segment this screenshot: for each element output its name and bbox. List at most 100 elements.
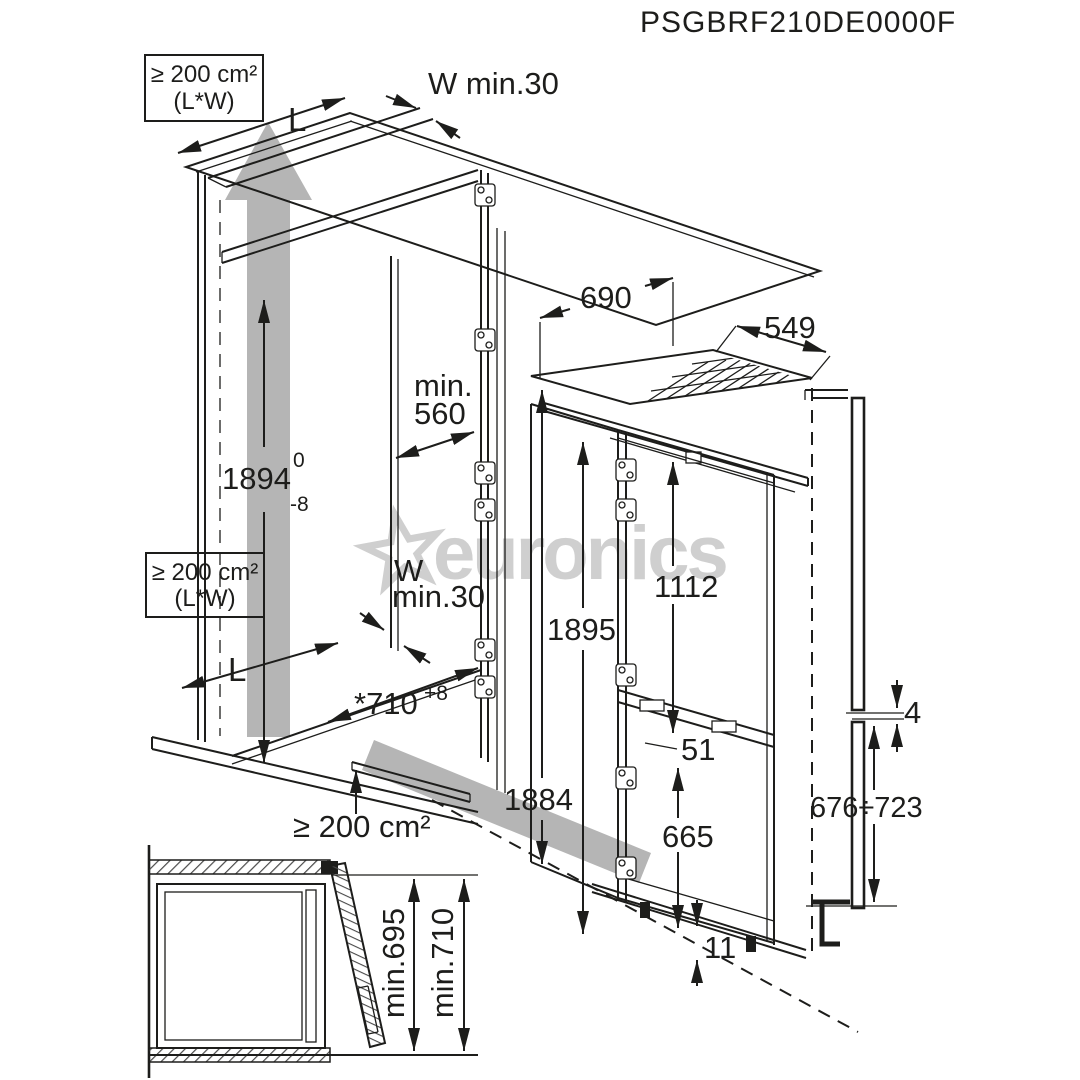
star-icon [352, 504, 446, 596]
body-top-edge [617, 429, 775, 476]
plinth-vent-slot-1 [351, 761, 471, 795]
dim-1884-label: 1884 [504, 782, 573, 817]
dim-690-arrow-r [644, 277, 674, 291]
shelf-edge-1 [221, 169, 479, 253]
dim-1894-tol-lower: -8 [290, 493, 309, 516]
vent-mid-label-box [145, 552, 265, 618]
euronics-watermark: euronics [352, 504, 729, 596]
dim-W-top-arrow-left [385, 93, 417, 109]
door-divider-1 [617, 689, 775, 736]
plan-top-wall [148, 859, 331, 875]
plinth-vent-slot-2 [351, 769, 471, 803]
dim-11-label: 11 [704, 930, 736, 965]
plan-view: min.695 min.710 [147, 845, 478, 1078]
top-rail-1 [543, 402, 809, 479]
dim-L-bottom-arrow [181, 642, 339, 689]
dim-665-label: 665 [662, 819, 714, 854]
dim-L-top-arrow [177, 97, 346, 154]
hinge-icon [615, 856, 637, 880]
base-top-edge [151, 736, 479, 813]
top-vent-slot-edge-1 [207, 107, 421, 179]
hinge-icon [615, 663, 637, 687]
floor-line-dashed [431, 799, 859, 1033]
side-bottom-edge [530, 861, 619, 899]
dim-549-witness-r [809, 355, 831, 381]
top-rail-3 [609, 437, 796, 493]
lower-decor-panel [850, 720, 866, 910]
dim-560-label-2: 560 [414, 396, 466, 431]
dim-W-mid-arrow-left [359, 611, 385, 631]
top-vent-slot-edge-2 [225, 118, 434, 188]
appliance-drawing [431, 348, 859, 1033]
dim-690-arrow-l [539, 305, 571, 319]
dim-1895-label: 1895 [547, 612, 616, 647]
hinge-icon [474, 638, 496, 662]
hinge-icon [615, 498, 637, 522]
dim-710-label: *710 [354, 686, 418, 721]
airflow-plinth-band [362, 740, 651, 883]
lower-door-bottom [617, 875, 775, 922]
dim-W-mid-label-1: W [394, 553, 424, 588]
dim-L-bottom-label: L [228, 651, 246, 688]
condenser-grille [647, 352, 806, 402]
plan-door-slab [305, 889, 317, 1043]
hinge-icon [474, 183, 496, 207]
appliance-dimensions: 690 549 1895 1112 51 665 1884 11 [504, 277, 831, 986]
vent-mid-area-label: ≥ 200 cm² [152, 559, 259, 586]
model-number: PSGBRF210DE0000F [640, 6, 956, 39]
dim-1894-tol-upper: 0 [293, 449, 305, 472]
hinge-icon [615, 766, 637, 790]
dim-549-witness-l [715, 325, 737, 353]
base-bottom-edge [151, 748, 479, 825]
dim-549-label: 549 [764, 310, 816, 345]
foot-left [640, 902, 650, 918]
hinge-icon [615, 458, 637, 482]
cabinet-dimensions: ≥ 200 cm² (L*W) L W min.30 1894 0 -8 ≥ 2… [144, 54, 559, 844]
dim-710-tol: +8 [424, 682, 448, 705]
plan-door-handle [357, 985, 379, 1035]
dim-1112-label: 1112 [654, 569, 718, 604]
dim-W-mid-label-2: min.30 [392, 579, 485, 614]
dim-690-label: 690 [580, 280, 632, 315]
dim-51-leader [644, 742, 678, 750]
plan-appliance-inner [164, 891, 303, 1041]
divider-bracket-l [639, 699, 665, 712]
vent-top-area-label: ≥ 200 cm² [151, 61, 258, 88]
side-top-edge [530, 403, 619, 431]
top-rail-2 [543, 410, 809, 487]
hinge-icon [474, 498, 496, 522]
cabinet-hinges [474, 183, 496, 699]
panel-bracket-foot [819, 902, 840, 947]
plan-appliance-outline [156, 883, 326, 1049]
dim-4-label: 4 [904, 695, 921, 730]
dim-L-top-label: L [288, 101, 306, 138]
dim-W-top-arrow-right [435, 120, 461, 140]
hinge-icon [474, 328, 496, 352]
vent-mid-formula-label: (L*W) [174, 585, 235, 612]
dim-W-top-label: W min.30 [428, 66, 559, 101]
dim-1894-label: 1894 [222, 461, 291, 496]
dim-560-arrow [395, 431, 475, 459]
dim-676-label: 676÷723 [810, 792, 923, 824]
decor-panel-view: 4 676÷723 [804, 388, 923, 958]
dim-710-label: min.710 [425, 908, 460, 1018]
watermark-text: euronics [433, 511, 726, 596]
foot-right [746, 936, 756, 952]
dim-W-mid-arrow-right [403, 645, 431, 664]
counter-back-edge-inner [349, 120, 815, 278]
dim-695-label: min.695 [376, 908, 411, 1018]
hinge-icon [474, 675, 496, 699]
dim-51-label: 51 [681, 732, 715, 767]
upper-decor-panel [850, 396, 866, 712]
dim-710-arrow [327, 667, 479, 723]
vent-plinth-label: ≥ 200 cm² [293, 809, 431, 844]
appliance-hinges [615, 458, 637, 880]
body-top-edge-2 [617, 437, 775, 484]
shelf-edge-2 [221, 180, 479, 264]
vent-top-formula-label: (L*W) [173, 88, 234, 115]
airflow-up-arrow [225, 122, 312, 737]
dim-560-label-1: min. [414, 368, 473, 403]
top-vent-slot-end [207, 177, 227, 188]
